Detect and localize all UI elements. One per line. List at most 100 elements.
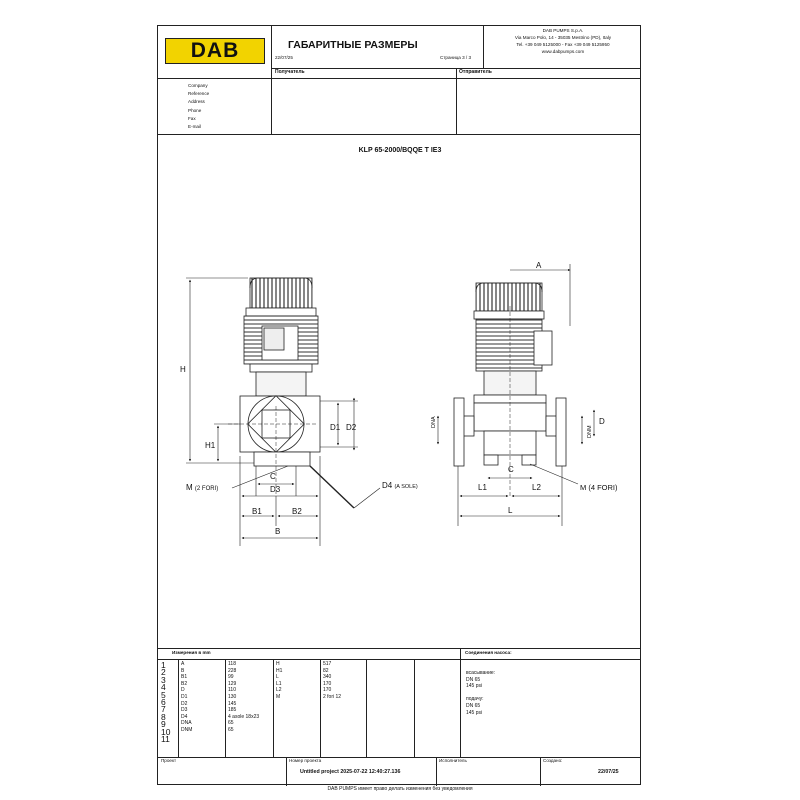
dimension-values-col2: 517 82 340 170 170 2 fori 12 <box>323 661 341 701</box>
doc-code: 22/07/25 <box>275 55 293 60</box>
model-title: KLP 65-2000/BQQE T IE3 <box>358 147 442 154</box>
dim-label-dnm: DNM <box>587 425 593 438</box>
dim-value: 517 <box>323 661 332 667</box>
side-view <box>453 282 567 496</box>
sender-label: Отправитель <box>459 69 492 75</box>
dim-label-dna: DNA <box>431 416 437 428</box>
dim-value: 99 <box>228 674 234 681</box>
side-motor-body <box>475 318 543 372</box>
info-field-email: E-mail <box>188 124 202 129</box>
info-divider <box>456 68 457 134</box>
table-col-rule <box>414 659 415 757</box>
project-number-value: Untitled project 2025-07-22 12:40:27.136 <box>300 769 401 775</box>
dim-value: 340 <box>323 674 332 681</box>
project-number-label: Номер проекта <box>289 758 322 763</box>
dim-value: 65 <box>228 720 234 727</box>
connection-line: 145 psi <box>466 683 483 690</box>
page-number: Страница 3 / 3 <box>440 55 472 60</box>
header-divider <box>483 26 484 68</box>
info-field-address: Address <box>188 99 205 104</box>
dim-name: B1 <box>181 674 188 681</box>
dim-label-l1: L1 <box>478 483 487 492</box>
dim-name: L <box>276 674 279 681</box>
recipient-label: Получатель <box>275 69 305 75</box>
dim-name: DNM <box>181 726 193 733</box>
dim-label-d4-note: (A SOLE) <box>394 484 418 490</box>
info-rule <box>158 134 640 135</box>
dim-label-h: H <box>180 365 186 374</box>
dim-name: M <box>276 693 281 700</box>
info-divider <box>271 78 272 134</box>
dim-value: 170 <box>323 680 332 687</box>
company-line: Via Marco Polo, 14 - 35035 Mestrino (PD)… <box>514 35 612 40</box>
dim-value: 170 <box>323 687 332 694</box>
author-label: Исполнитель <box>439 758 467 763</box>
dab-logo: DAB <box>165 38 265 64</box>
dim-label-m-text: M <box>186 483 193 492</box>
info-field-fax: Fax <box>188 116 196 121</box>
dimensions-header: Измерения в mm <box>172 650 211 655</box>
created-value: 22/07/25 <box>598 769 619 775</box>
footer-divider <box>540 757 541 786</box>
footer-divider <box>286 757 287 786</box>
info-field-phone: Phone <box>188 108 202 113</box>
table-header-rule <box>158 659 640 660</box>
pump-drawing <box>186 264 596 546</box>
dim-value: 185 <box>228 707 237 714</box>
dim-name: A <box>181 661 185 667</box>
disclaimer-note: DAB PUMPS имеет право делать изменения б… <box>327 786 473 792</box>
table-col-rule <box>225 659 226 757</box>
dim-label-b1: B1 <box>252 507 262 516</box>
dimension-values-col1: 118 228 99 129 110 130 145 185 4 asole 1… <box>228 661 259 734</box>
connections-header: Соединения насоса: <box>465 650 512 655</box>
dim-name: D1 <box>181 693 188 700</box>
front-dimensions <box>186 277 381 546</box>
dim-name: D <box>181 687 185 694</box>
dim-value: 82 <box>323 667 329 674</box>
dim-name: B <box>181 667 185 674</box>
table-col-rule <box>178 659 179 757</box>
footer-rule <box>158 757 640 758</box>
logo-text: DAB <box>190 39 240 62</box>
row-number: 4 <box>161 682 166 693</box>
dim-name: B2 <box>181 680 188 687</box>
dim-value: 65 <box>228 726 234 733</box>
dim-value: 110 <box>228 687 236 694</box>
dim-label-a: A <box>536 261 542 270</box>
table-col-rule <box>320 659 321 757</box>
table-col-rule <box>273 659 274 757</box>
dim-name: DNA <box>181 720 192 727</box>
info-field-company: Company <box>188 83 208 88</box>
row-number: 7 <box>161 704 166 715</box>
dim-label-d3: D3 <box>270 485 281 494</box>
discharge-flange <box>555 397 567 467</box>
dim-label-m-right: M (4 FORI) <box>580 483 618 492</box>
dim-label-d4-text: D4 <box>382 481 393 490</box>
row-number: 1 <box>161 660 166 670</box>
dim-label-m-note: (2 FORI) <box>194 486 219 492</box>
dim-name: H <box>276 661 280 667</box>
connection-line <box>466 690 495 697</box>
table-top-rule <box>158 648 640 649</box>
dim-label-d: D <box>599 417 605 426</box>
header-divider <box>271 26 272 78</box>
connection-line: всасывание: <box>466 670 496 676</box>
dim-value: 228 <box>228 667 237 674</box>
row-number: 9 <box>161 719 166 730</box>
row-number: 2 <box>161 667 166 678</box>
row-number: 6 <box>161 697 166 708</box>
table-col-rule <box>366 659 367 757</box>
project-label: Проект <box>161 758 177 763</box>
side-dimensions <box>436 264 596 526</box>
dim-name: D2 <box>181 700 188 707</box>
dim-value: 145 <box>228 700 237 707</box>
motor-fan-cover <box>249 277 313 309</box>
table-col-rule <box>460 648 461 757</box>
dim-name: L2 <box>276 687 282 694</box>
front-view <box>228 277 321 496</box>
company-line: Tel. +39 049 5125000 - Fax +39 049 51259… <box>516 42 610 47</box>
dim-value: 129 <box>228 680 237 687</box>
company-line: www.dabpumps.com <box>541 49 585 54</box>
dim-label-h1: H1 <box>205 441 216 450</box>
dim-label-d4: D4 (A SOLE) <box>382 482 418 491</box>
